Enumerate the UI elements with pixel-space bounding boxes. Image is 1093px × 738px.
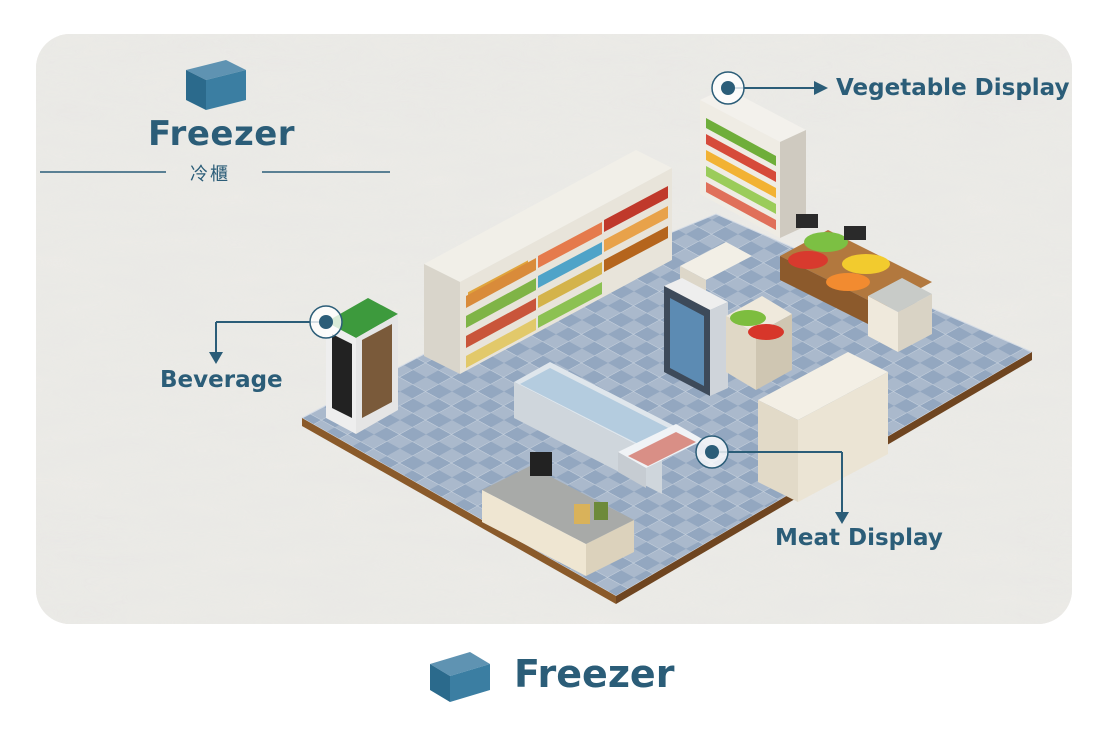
diagram-panel: Freezer 冷櫃 Vegetable Display Beverage Me… (36, 34, 1072, 624)
callout-vegetable-display: Vegetable Display (836, 75, 1070, 101)
legend-title: Freezer (148, 114, 296, 154)
arrow-down-icon (209, 352, 223, 364)
callout-meat-display: Meat Display (775, 525, 943, 551)
box-icon (430, 652, 490, 702)
callout-lines (215, 87, 843, 512)
box-icon (186, 60, 246, 110)
produce-stand (780, 214, 932, 352)
footer-title: Freezer (514, 652, 675, 696)
checkout-counter (482, 452, 634, 576)
callout-markers (309, 71, 745, 469)
grocery-shelves (424, 150, 672, 374)
store-floorplan-illustration (40, 60, 1034, 604)
callout-beverage: Beverage (160, 367, 283, 393)
meat-freezer-chest (514, 362, 704, 494)
beverage-fridge (326, 298, 398, 434)
center-displays (664, 242, 792, 396)
arrow-down-icon (835, 512, 849, 524)
arrow-right-icon (814, 81, 828, 95)
legend-subtitle: 冷櫃 (190, 164, 230, 185)
